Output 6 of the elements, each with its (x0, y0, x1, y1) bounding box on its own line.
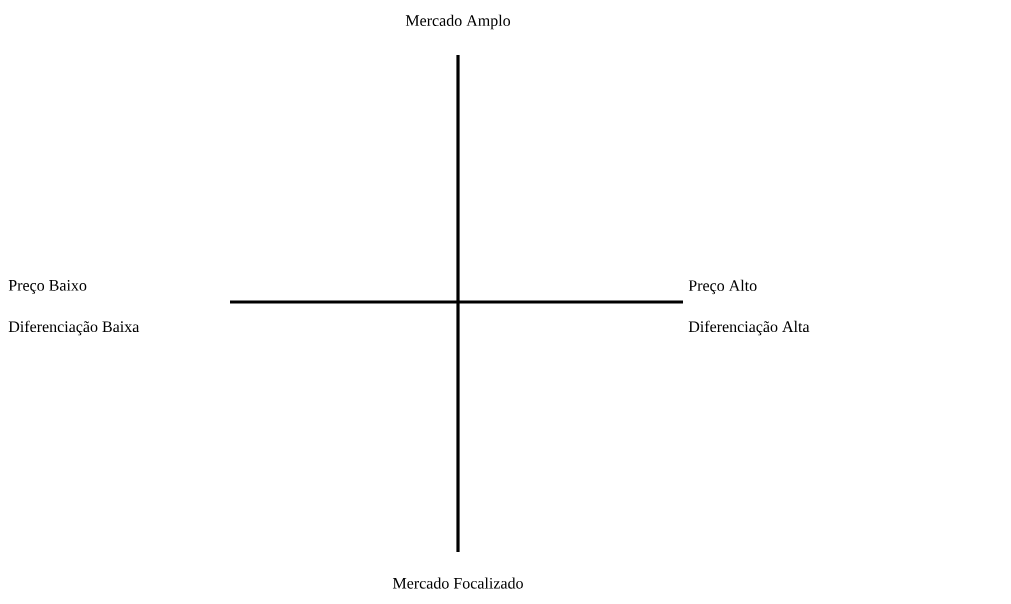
axis-label: Mercado Focalizado (392, 577, 523, 589)
axis-label: Preço Alto (688, 279, 757, 295)
axis-label: Mercado Amplo (405, 14, 511, 30)
axis-label: Diferenciação Baixa (8, 320, 140, 336)
axis-label: Preço Baixo (8, 280, 87, 294)
axis-label: Diferenciação Alta (688, 320, 810, 336)
